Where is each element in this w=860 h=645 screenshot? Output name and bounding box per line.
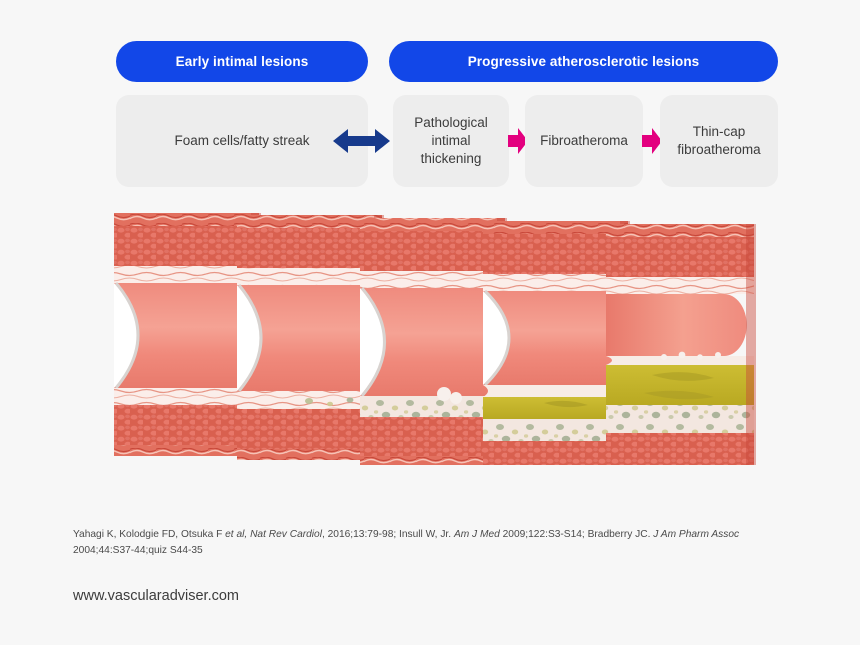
bidirectional-arrow [333, 95, 390, 187]
citation-text: Yahagi K, Kolodgie FD, Otsuka F et al, N… [73, 529, 740, 556]
forward-arrow-2 [642, 95, 662, 187]
stage-label: Fibroatheroma [540, 133, 628, 149]
stage-label: Foam cells/fatty streak [174, 133, 310, 149]
stage-label: Pathological intimal thickening [414, 115, 488, 166]
banner-early-intimal-lesions: Early intimal lesions [116, 41, 368, 82]
banner-label: Early intimal lesions [175, 54, 309, 69]
stage-box-fibroatheroma: Fibroatheroma [525, 95, 643, 187]
banner-progressive-atherosclerotic-lesions: Progressive atherosclerotic lesions [389, 41, 778, 82]
stage-box-pathological-intimal-thickening: Pathological intimal thickening [393, 95, 509, 187]
website-url[interactable]: www.vascularadviser.com [73, 588, 239, 604]
stage-label: Thin-cap fibroatheroma [677, 124, 761, 157]
stage-box-thin-cap-fibroatheroma: Thin-cap fibroatheroma [660, 95, 778, 187]
banner-row: Early intimal lesions Progressive athero… [0, 41, 860, 82]
stage-row: Foam cells/fatty streak Pathological int… [0, 95, 860, 187]
artery-progression-illustration [104, 205, 804, 465]
artery-segment-thin-cap-fibroatheroma [606, 224, 756, 465]
stage-box-foam-cells-fatty-streak: Foam cells/fatty streak [116, 95, 368, 187]
artery-segment-fibroatheroma [483, 221, 630, 465]
forward-arrow-1 [508, 95, 528, 187]
banner-label: Progressive atherosclerotic lesions [467, 54, 700, 69]
